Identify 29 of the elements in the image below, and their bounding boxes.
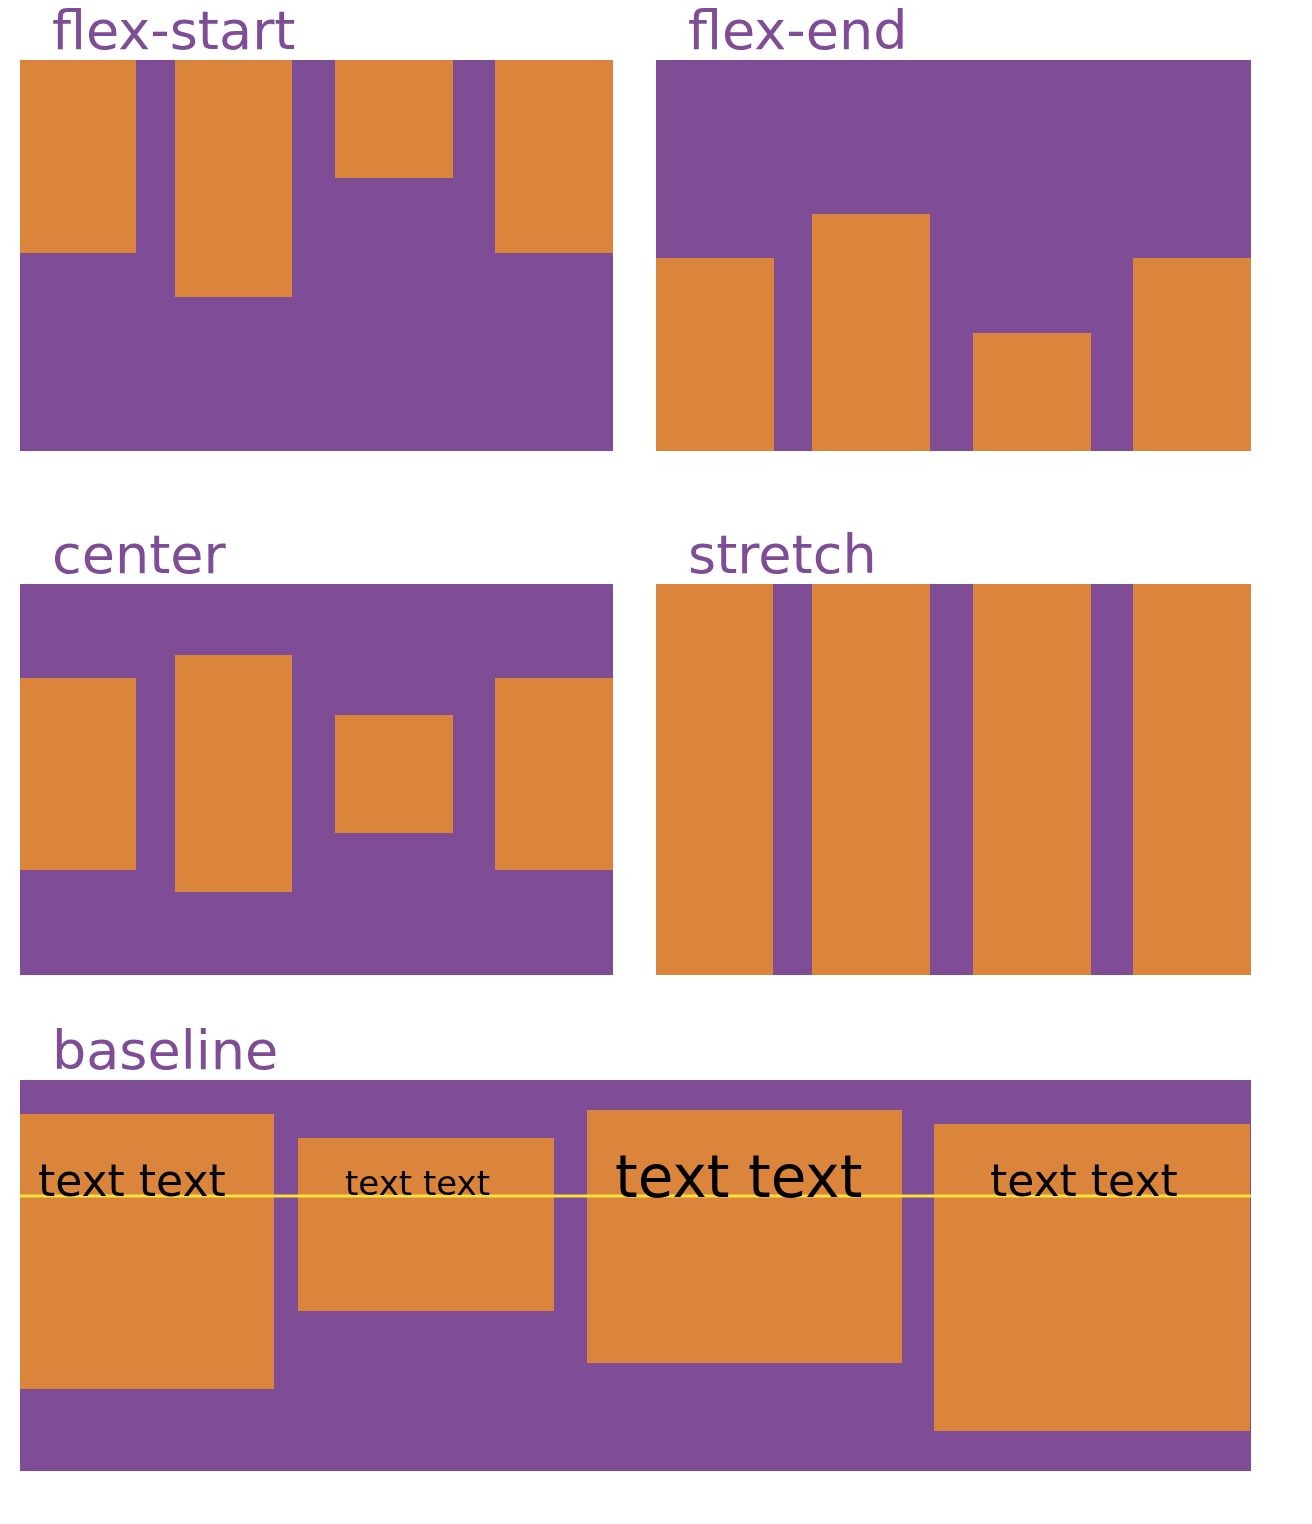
sample-text: text text <box>990 1158 1178 1203</box>
sample-text: text text <box>615 1147 863 1206</box>
flex-item <box>335 715 453 833</box>
flex-item <box>1133 258 1251 451</box>
flex-item <box>20 60 136 253</box>
heading: baseline <box>52 1024 279 1078</box>
flex-item <box>656 258 774 451</box>
flex-item-with-text <box>20 1114 274 1389</box>
flex-item <box>812 584 930 975</box>
heading: stretch <box>688 528 877 582</box>
flex-item <box>175 655 292 892</box>
heading: center <box>52 528 226 582</box>
flex-item <box>495 60 613 253</box>
heading: flex-end <box>688 4 908 58</box>
flex-item <box>20 678 136 870</box>
flex-item <box>973 333 1091 451</box>
flex-item <box>1133 584 1251 975</box>
sample-text: text text <box>345 1166 490 1201</box>
flex-item <box>495 678 613 870</box>
flex-item-with-text <box>587 1110 902 1363</box>
flex-item <box>335 60 453 178</box>
flex-item-with-text <box>934 1124 1250 1431</box>
flex-item-with-text <box>298 1138 554 1311</box>
flex-item <box>656 584 773 975</box>
flex-item <box>175 60 292 297</box>
flex-item <box>812 214 930 451</box>
sample-text: text text <box>38 1158 226 1203</box>
flex-item <box>973 584 1091 975</box>
heading: flex-start <box>52 4 296 58</box>
